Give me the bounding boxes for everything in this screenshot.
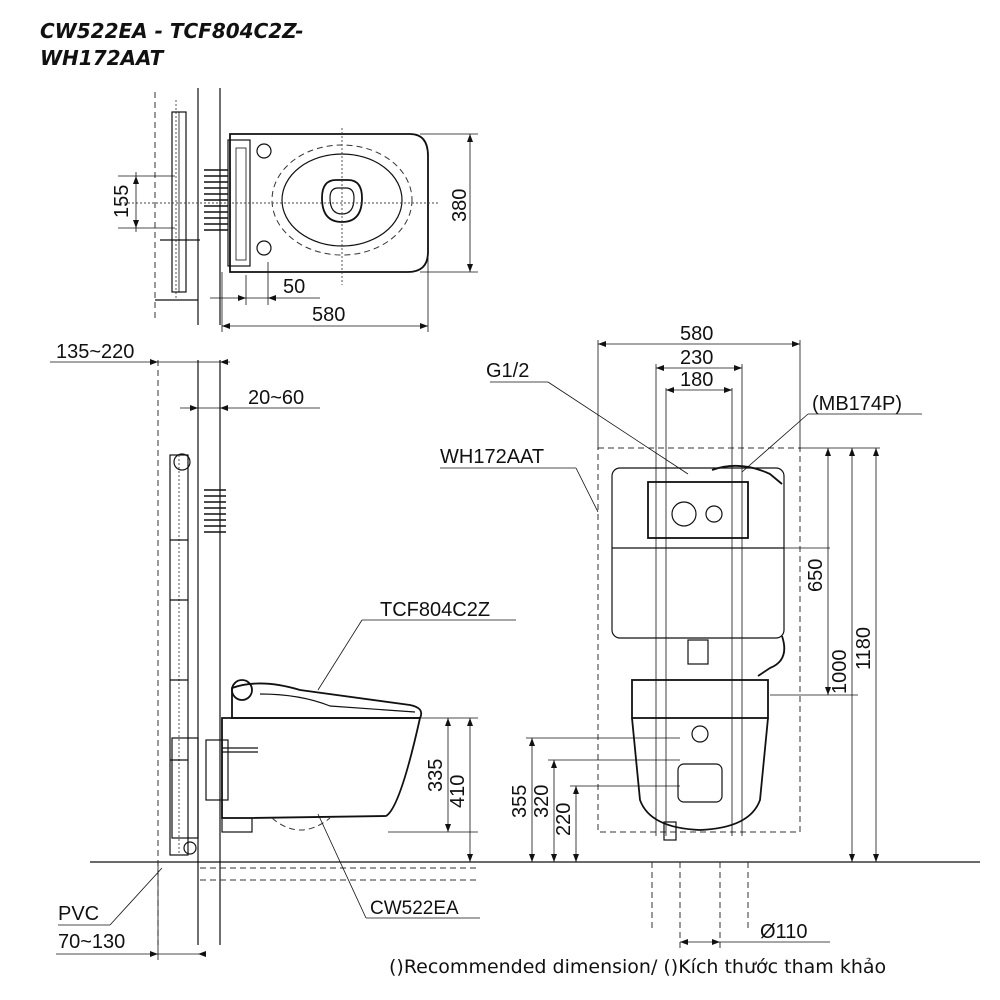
dim-d110: Ø110 xyxy=(760,921,807,943)
label-mb174p: (MB174P) xyxy=(812,393,902,415)
drawing-title: CW522EA - TCF804C2Z- WH172AAT xyxy=(40,18,304,72)
dim-135-220: 135~220 xyxy=(56,341,134,363)
title-line-2: WH172AAT xyxy=(40,46,164,70)
dim-230: 230 xyxy=(680,347,713,369)
side-view: 135~220 20~60 TCF804C2Z 335 410 CW522EA … xyxy=(50,341,980,960)
front-view: 580 230 180 G1/2 (MB174P) WH172AAT 650 1… xyxy=(440,323,922,948)
dim-580-top: 580 xyxy=(312,304,345,326)
top-view: 155 380 50 580 xyxy=(111,88,478,332)
dim-20-60: 20~60 xyxy=(248,387,304,409)
title-line-1: CW522EA - TCF804C2Z- xyxy=(40,19,304,43)
label-g1-2: G1/2 xyxy=(486,360,529,382)
dim-1180: 1180 xyxy=(853,627,875,670)
label-wh172aat: WH172AAT xyxy=(440,446,544,468)
dim-70-130: 70~130 xyxy=(58,931,125,953)
footnote: ()Recommended dimension/ ()Kích thước th… xyxy=(389,956,887,978)
dim-1000: 1000 xyxy=(829,650,851,695)
dim-155: 155 xyxy=(111,185,133,218)
dim-410: 410 xyxy=(447,775,469,808)
dim-320: 320 xyxy=(531,785,553,818)
label-tcf804c2z: TCF804C2Z xyxy=(380,599,490,621)
dim-335: 335 xyxy=(425,759,447,792)
connector-fins xyxy=(204,169,228,231)
dim-220: 220 xyxy=(553,803,575,836)
dim-580-front: 580 xyxy=(680,323,713,345)
label-pvc: PVC xyxy=(58,903,99,925)
dim-180: 180 xyxy=(680,369,713,391)
dim-650: 650 xyxy=(805,559,827,592)
dim-50: 50 xyxy=(283,276,305,298)
dim-355: 355 xyxy=(509,785,531,818)
label-cw522ea: CW522EA xyxy=(370,898,459,919)
dim-380: 380 xyxy=(449,189,471,222)
